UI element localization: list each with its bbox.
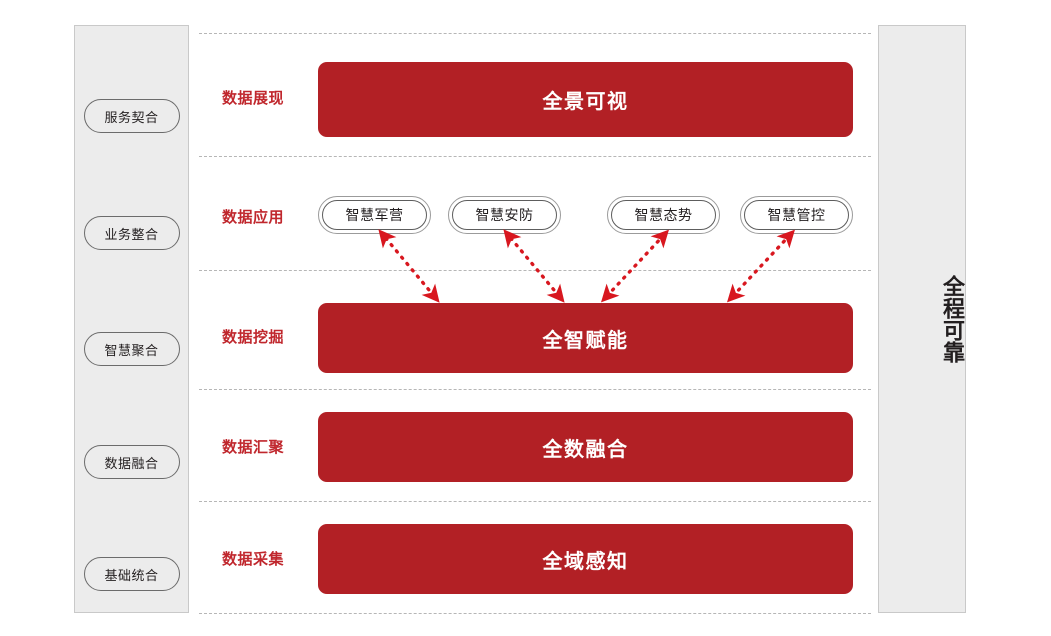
capability-bar-panoramic-visibility[interactable]: 全景可视 <box>318 62 853 137</box>
layer-label-data-aggregation: 数据汇聚 <box>222 438 285 456</box>
application-pill-smart-security[interactable]: 智慧安防 <box>448 196 561 234</box>
capability-bar-full-intelligence[interactable]: 全智赋能 <box>318 303 853 373</box>
connector-arrow-3 <box>601 229 669 303</box>
row-separator-4 <box>199 501 871 502</box>
connector-arrow-1 <box>378 229 440 303</box>
stage-pill-business-integration[interactable]: 业务整合 <box>83 216 180 250</box>
connector-arrow-4 <box>727 229 795 303</box>
stage-pill-label: 基础统合 <box>104 568 159 584</box>
layer-label-data-application: 数据应用 <box>222 208 285 226</box>
stage-pill-intelligence-convergence[interactable]: 智慧聚合 <box>83 332 180 366</box>
stage-pill-data-fusion[interactable]: 数据融合 <box>83 445 180 479</box>
row-separator-1 <box>199 156 871 157</box>
capability-bar-label: 全数融合 <box>542 436 629 461</box>
row-separator-3 <box>199 389 871 390</box>
layer-label-data-collection: 数据采集 <box>222 550 285 568</box>
row-separator-2 <box>199 270 871 271</box>
reliability-panel-label: 全程可靠 <box>939 275 964 363</box>
stage-pill-label: 服务契合 <box>104 110 159 126</box>
layer-label-data-presentation: 数据展现 <box>222 89 285 107</box>
application-pill-smart-situation[interactable]: 智慧态势 <box>607 196 720 234</box>
stage-pill-label: 智慧聚合 <box>104 343 159 359</box>
reliability-panel: 全程可靠 <box>878 25 966 613</box>
capability-bar-full-domain-sensing[interactable]: 全域感知 <box>318 524 853 594</box>
stage-pill-infrastructure-unification[interactable]: 基础统合 <box>83 557 180 591</box>
connector-arrow-2 <box>503 229 565 303</box>
application-pill-smart-control[interactable]: 智慧管控 <box>740 196 853 234</box>
application-pill-label: 智慧管控 <box>767 208 826 224</box>
application-pill-label: 智慧安防 <box>475 208 534 224</box>
row-separator-top <box>199 33 871 34</box>
row-separator-bottom <box>199 613 871 614</box>
capability-bar-label: 全域感知 <box>542 548 629 573</box>
application-pill-label: 智慧态势 <box>634 208 693 224</box>
capability-bar-label: 全智赋能 <box>542 327 629 352</box>
maturity-stage-panel: 服务契合 业务整合 智慧聚合 数据融合 基础统合 <box>74 25 189 613</box>
stage-pill-label: 数据融合 <box>104 456 159 472</box>
application-pill-smart-barracks[interactable]: 智慧军营 <box>318 196 431 234</box>
layer-label-data-mining: 数据挖掘 <box>222 328 285 346</box>
application-pill-label: 智慧军营 <box>345 208 404 224</box>
stage-pill-service-fit[interactable]: 服务契合 <box>83 99 180 133</box>
stage-pill-label: 业务整合 <box>104 227 159 243</box>
capability-bar-full-data-fusion[interactable]: 全数融合 <box>318 412 853 482</box>
capability-bar-label: 全景可视 <box>542 89 629 113</box>
